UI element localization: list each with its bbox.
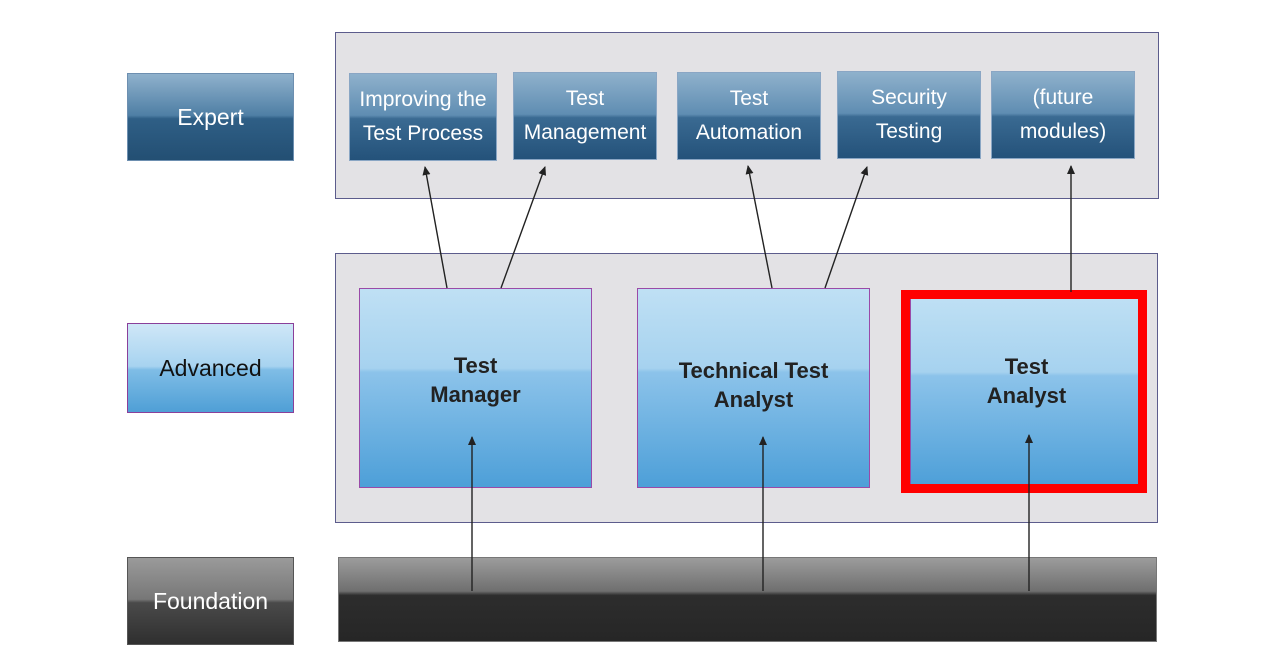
level-label-advanced: Advanced — [127, 323, 294, 413]
advanced-line: Analyst — [986, 383, 1067, 408]
module-line: Management — [523, 121, 647, 144]
module-future-modules: (future modules) — [991, 71, 1135, 159]
level-foundation-text: Foundation — [152, 587, 269, 614]
module-test-management: Test Management — [513, 72, 657, 160]
advanced-line: Technical Test — [678, 358, 829, 383]
module-line: Test — [565, 87, 605, 110]
highlight-frame — [901, 290, 1147, 493]
module-test-automation: Test Automation — [677, 72, 821, 160]
module-line: Automation — [695, 121, 803, 144]
module-security-testing: Security Testing — [837, 71, 981, 159]
advanced-line: Analyst — [713, 387, 794, 412]
module-improving-test-process: Improving the Test Process — [349, 73, 497, 161]
module-line: modules) — [1019, 120, 1107, 143]
module-line: Test Process — [362, 122, 484, 145]
advanced-test-manager: Test Manager — [359, 288, 592, 488]
level-expert-text: Expert — [177, 103, 244, 130]
advanced-line: Manager — [430, 382, 521, 407]
advanced-line: Test — [453, 353, 498, 378]
module-line: (future — [1032, 86, 1094, 109]
module-line: Improving the — [359, 88, 487, 111]
level-label-foundation: Foundation — [127, 557, 294, 645]
module-line: Test — [729, 87, 769, 110]
module-line: Security — [871, 86, 947, 109]
foundation-bar — [338, 557, 1157, 642]
level-label-expert: Expert — [127, 73, 294, 161]
advanced-line: Test — [1004, 354, 1049, 379]
module-line: Testing — [875, 120, 943, 143]
level-advanced-text: Advanced — [159, 354, 262, 381]
advanced-technical-test-analyst: Technical Test Analyst — [637, 288, 870, 488]
